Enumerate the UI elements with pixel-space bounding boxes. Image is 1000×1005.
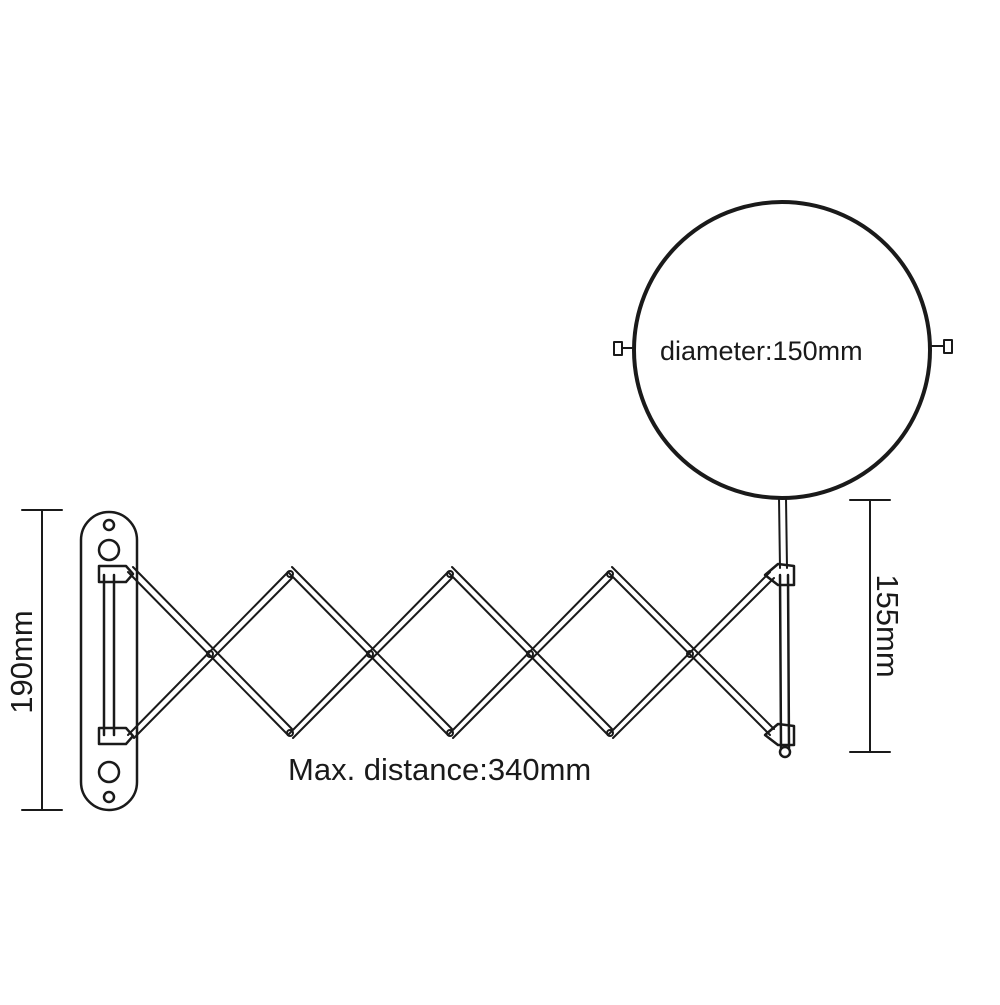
mirror-left-pivot xyxy=(613,341,636,356)
plate-bracket-top xyxy=(97,564,135,584)
max-distance-label: Max. distance:340mm xyxy=(288,752,592,787)
arm-bracket-top xyxy=(763,562,796,587)
plate-knob-bottom xyxy=(97,760,121,784)
plate-bracket-bottom xyxy=(97,726,135,746)
mirror-right-pivot xyxy=(929,339,953,354)
scissor-arm xyxy=(127,566,775,739)
plate-knob-top xyxy=(97,538,121,562)
mirror-head xyxy=(613,200,953,569)
dimension-155 xyxy=(849,499,891,753)
arm-bracket xyxy=(763,562,796,759)
wall-plate xyxy=(79,510,139,812)
mirror-stem xyxy=(778,497,788,569)
screw-hole-top xyxy=(102,518,116,532)
arm-end-cap xyxy=(778,745,792,759)
diameter-label: diameter:150mm xyxy=(660,336,863,366)
mirror-circle xyxy=(632,200,932,500)
screw-hole-bottom xyxy=(102,790,116,804)
wall-plate-outline xyxy=(79,510,139,812)
arm-height-label: 155mm xyxy=(870,574,905,678)
dimension-190 xyxy=(21,509,63,811)
arm-bracket-bottom xyxy=(763,722,796,747)
plate-height-label: 190mm xyxy=(4,610,39,714)
